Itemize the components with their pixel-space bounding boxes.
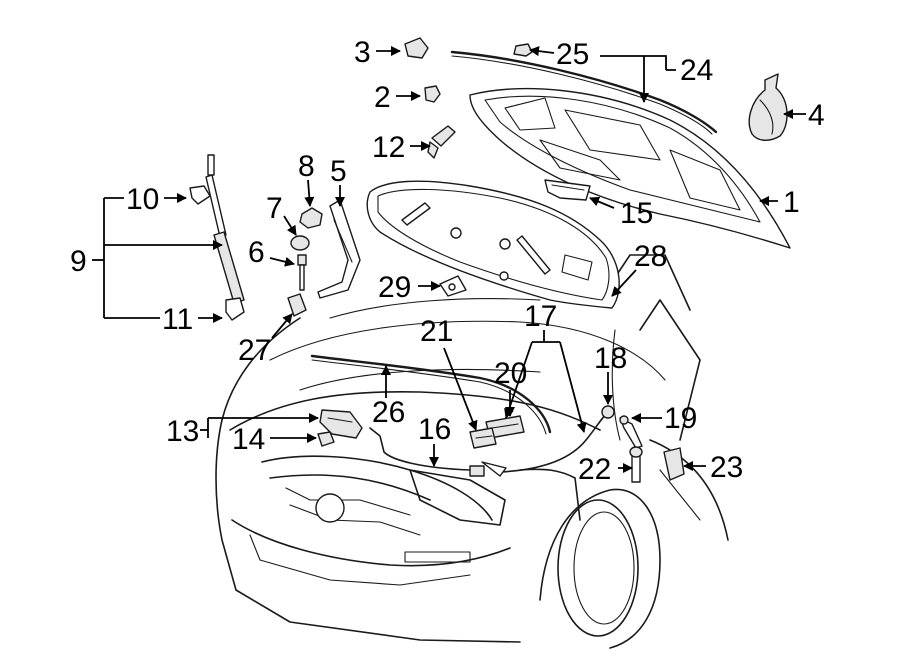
prop-rod — [310, 354, 552, 435]
release-lever — [619, 415, 643, 449]
callout-3: 3 — [354, 36, 371, 69]
callout-13: 13 — [166, 415, 199, 448]
latch-switch — [317, 431, 335, 447]
strut-ball-stud-upper — [189, 185, 211, 205]
callout-27: 27 — [238, 334, 271, 367]
callout-4: 4 — [808, 99, 825, 132]
callout-11: 11 — [162, 303, 193, 336]
callout-6: 6 — [248, 236, 265, 269]
callout-7: 7 — [266, 192, 283, 225]
cable-guide — [469, 427, 497, 449]
hood-hinge — [317, 199, 361, 299]
hood-latch — [319, 409, 363, 439]
callout-22: 22 — [578, 453, 611, 486]
callout-28: 28 — [634, 240, 667, 273]
hood-panel — [469, 87, 791, 249]
nut — [299, 207, 323, 229]
latch-handle — [544, 179, 591, 201]
release-handle — [629, 446, 643, 483]
callout-21: 21 — [420, 315, 453, 348]
hood-seal — [450, 50, 718, 135]
bracket — [439, 275, 467, 297]
callout-24: 24 — [680, 54, 713, 87]
hood-strut — [205, 154, 245, 304]
hood-insulator — [366, 180, 620, 309]
hood-bolt — [427, 125, 456, 159]
cover — [663, 447, 685, 481]
seal-clip — [513, 43, 533, 57]
callout-23: 23 — [710, 451, 743, 484]
callout-8: 8 — [298, 150, 315, 183]
callout-16: 16 — [418, 413, 451, 446]
release-grommet — [601, 405, 615, 419]
release-cable-rear — [481, 411, 609, 477]
callout-19: 19 — [664, 402, 697, 435]
callout-1: 1 — [783, 186, 800, 219]
callout-20: 20 — [494, 357, 527, 390]
leader-lines — [92, 46, 806, 473]
callout-10: 10 — [126, 183, 159, 216]
callout-2: 2 — [374, 81, 391, 114]
callout-26: 26 — [372, 396, 405, 429]
callout-15: 15 — [620, 197, 653, 230]
callout-25: 25 — [556, 38, 589, 71]
touch-up-bottle — [748, 73, 788, 141]
callout-18: 18 — [594, 342, 627, 375]
strut-ball-stud-lower — [225, 297, 245, 321]
clip — [424, 85, 441, 103]
callout-17: 17 — [524, 300, 557, 333]
rubber-bumper — [404, 37, 429, 59]
stop-bumper — [287, 293, 307, 317]
release-cable-front — [369, 427, 485, 477]
callout-29: 29 — [378, 271, 411, 304]
callout-5: 5 — [330, 155, 347, 188]
callout-12: 12 — [372, 131, 405, 164]
callout-14: 14 — [232, 423, 265, 456]
callout-labels: 1 2 3 4 5 6 7 8 9 10 11 12 13 14 15 16 1… — [70, 36, 825, 486]
callout-9: 9 — [70, 245, 87, 278]
washer — [290, 235, 310, 251]
hinge-bolt — [297, 254, 307, 291]
